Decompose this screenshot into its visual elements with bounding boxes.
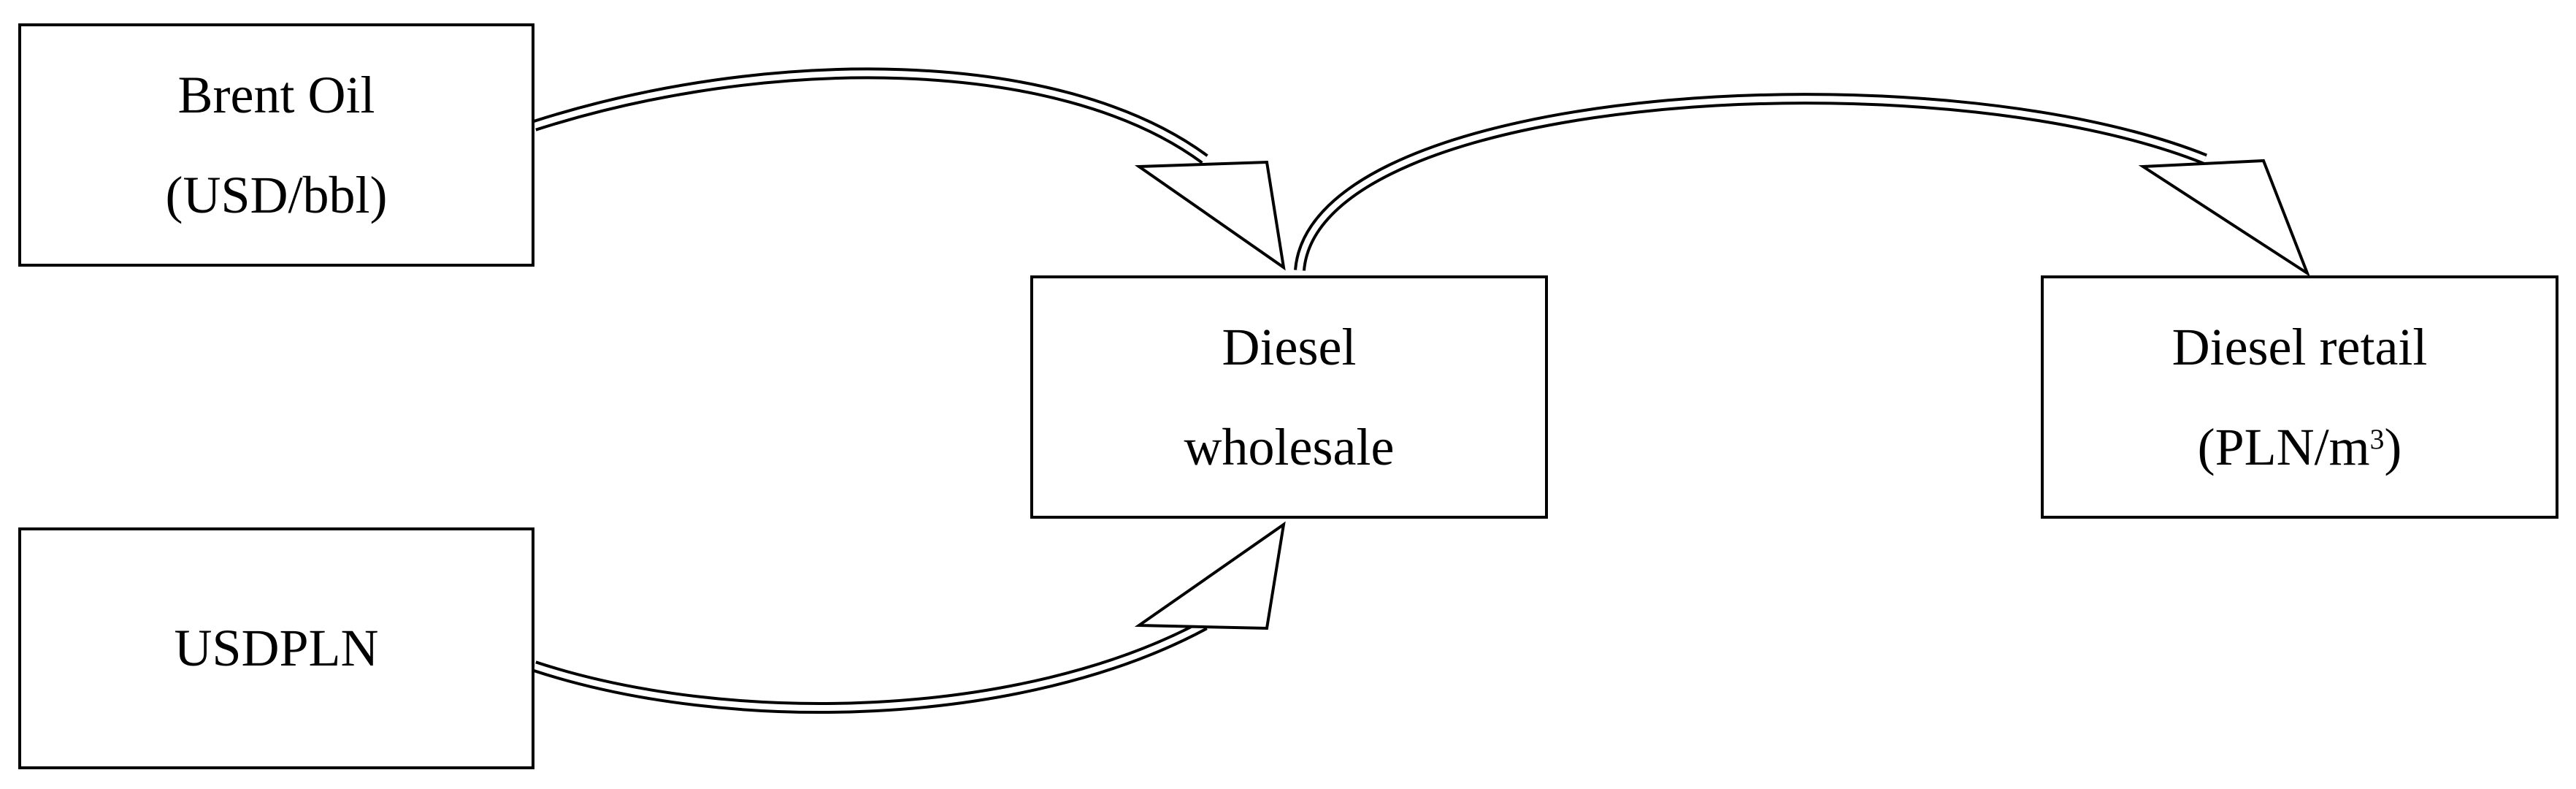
arrow-wholesale-to-retail [1294,93,2311,278]
node-diesel-wholesale: Diesel wholesale [1030,275,1548,519]
node-brent-oil-title: Brent Oil [177,65,375,124]
arrow-brent-to-wholesale-head [1134,160,1286,271]
node-diesel-retail-unit-superscript: 3 [2369,422,2385,455]
node-diesel-retail-title: Diesel retail [2171,317,2428,376]
node-diesel-wholesale-line2: wholesale [1184,417,1395,476]
node-diesel-retail-unit-prefix: (PLN/m [2197,417,2370,476]
node-usdpln: USDPLN [18,527,534,769]
node-brent-oil: Brent Oil (USD/bbl) [18,23,534,267]
arrow-usdpln-to-wholesale-head [1134,521,1286,630]
arrow-brent-to-wholesale-shaft [532,67,1208,164]
node-diesel-retail-unit-suffix: ) [2384,417,2402,476]
arrow-wholesale-to-retail-head [2138,159,2311,278]
node-usdpln-title: USDPLN [174,619,379,678]
arrow-brent-to-wholesale [532,67,1286,271]
node-diesel-wholesale-line1: Diesel [1222,317,1357,376]
arrow-usdpln-to-wholesale [532,521,1286,714]
node-diesel-retail-unit: (PLN/m3) [2198,397,2402,498]
node-brent-oil-unit: (USD/bbl) [165,165,388,224]
node-diesel-retail: Diesel retail (PLN/m3) [2041,275,2558,519]
